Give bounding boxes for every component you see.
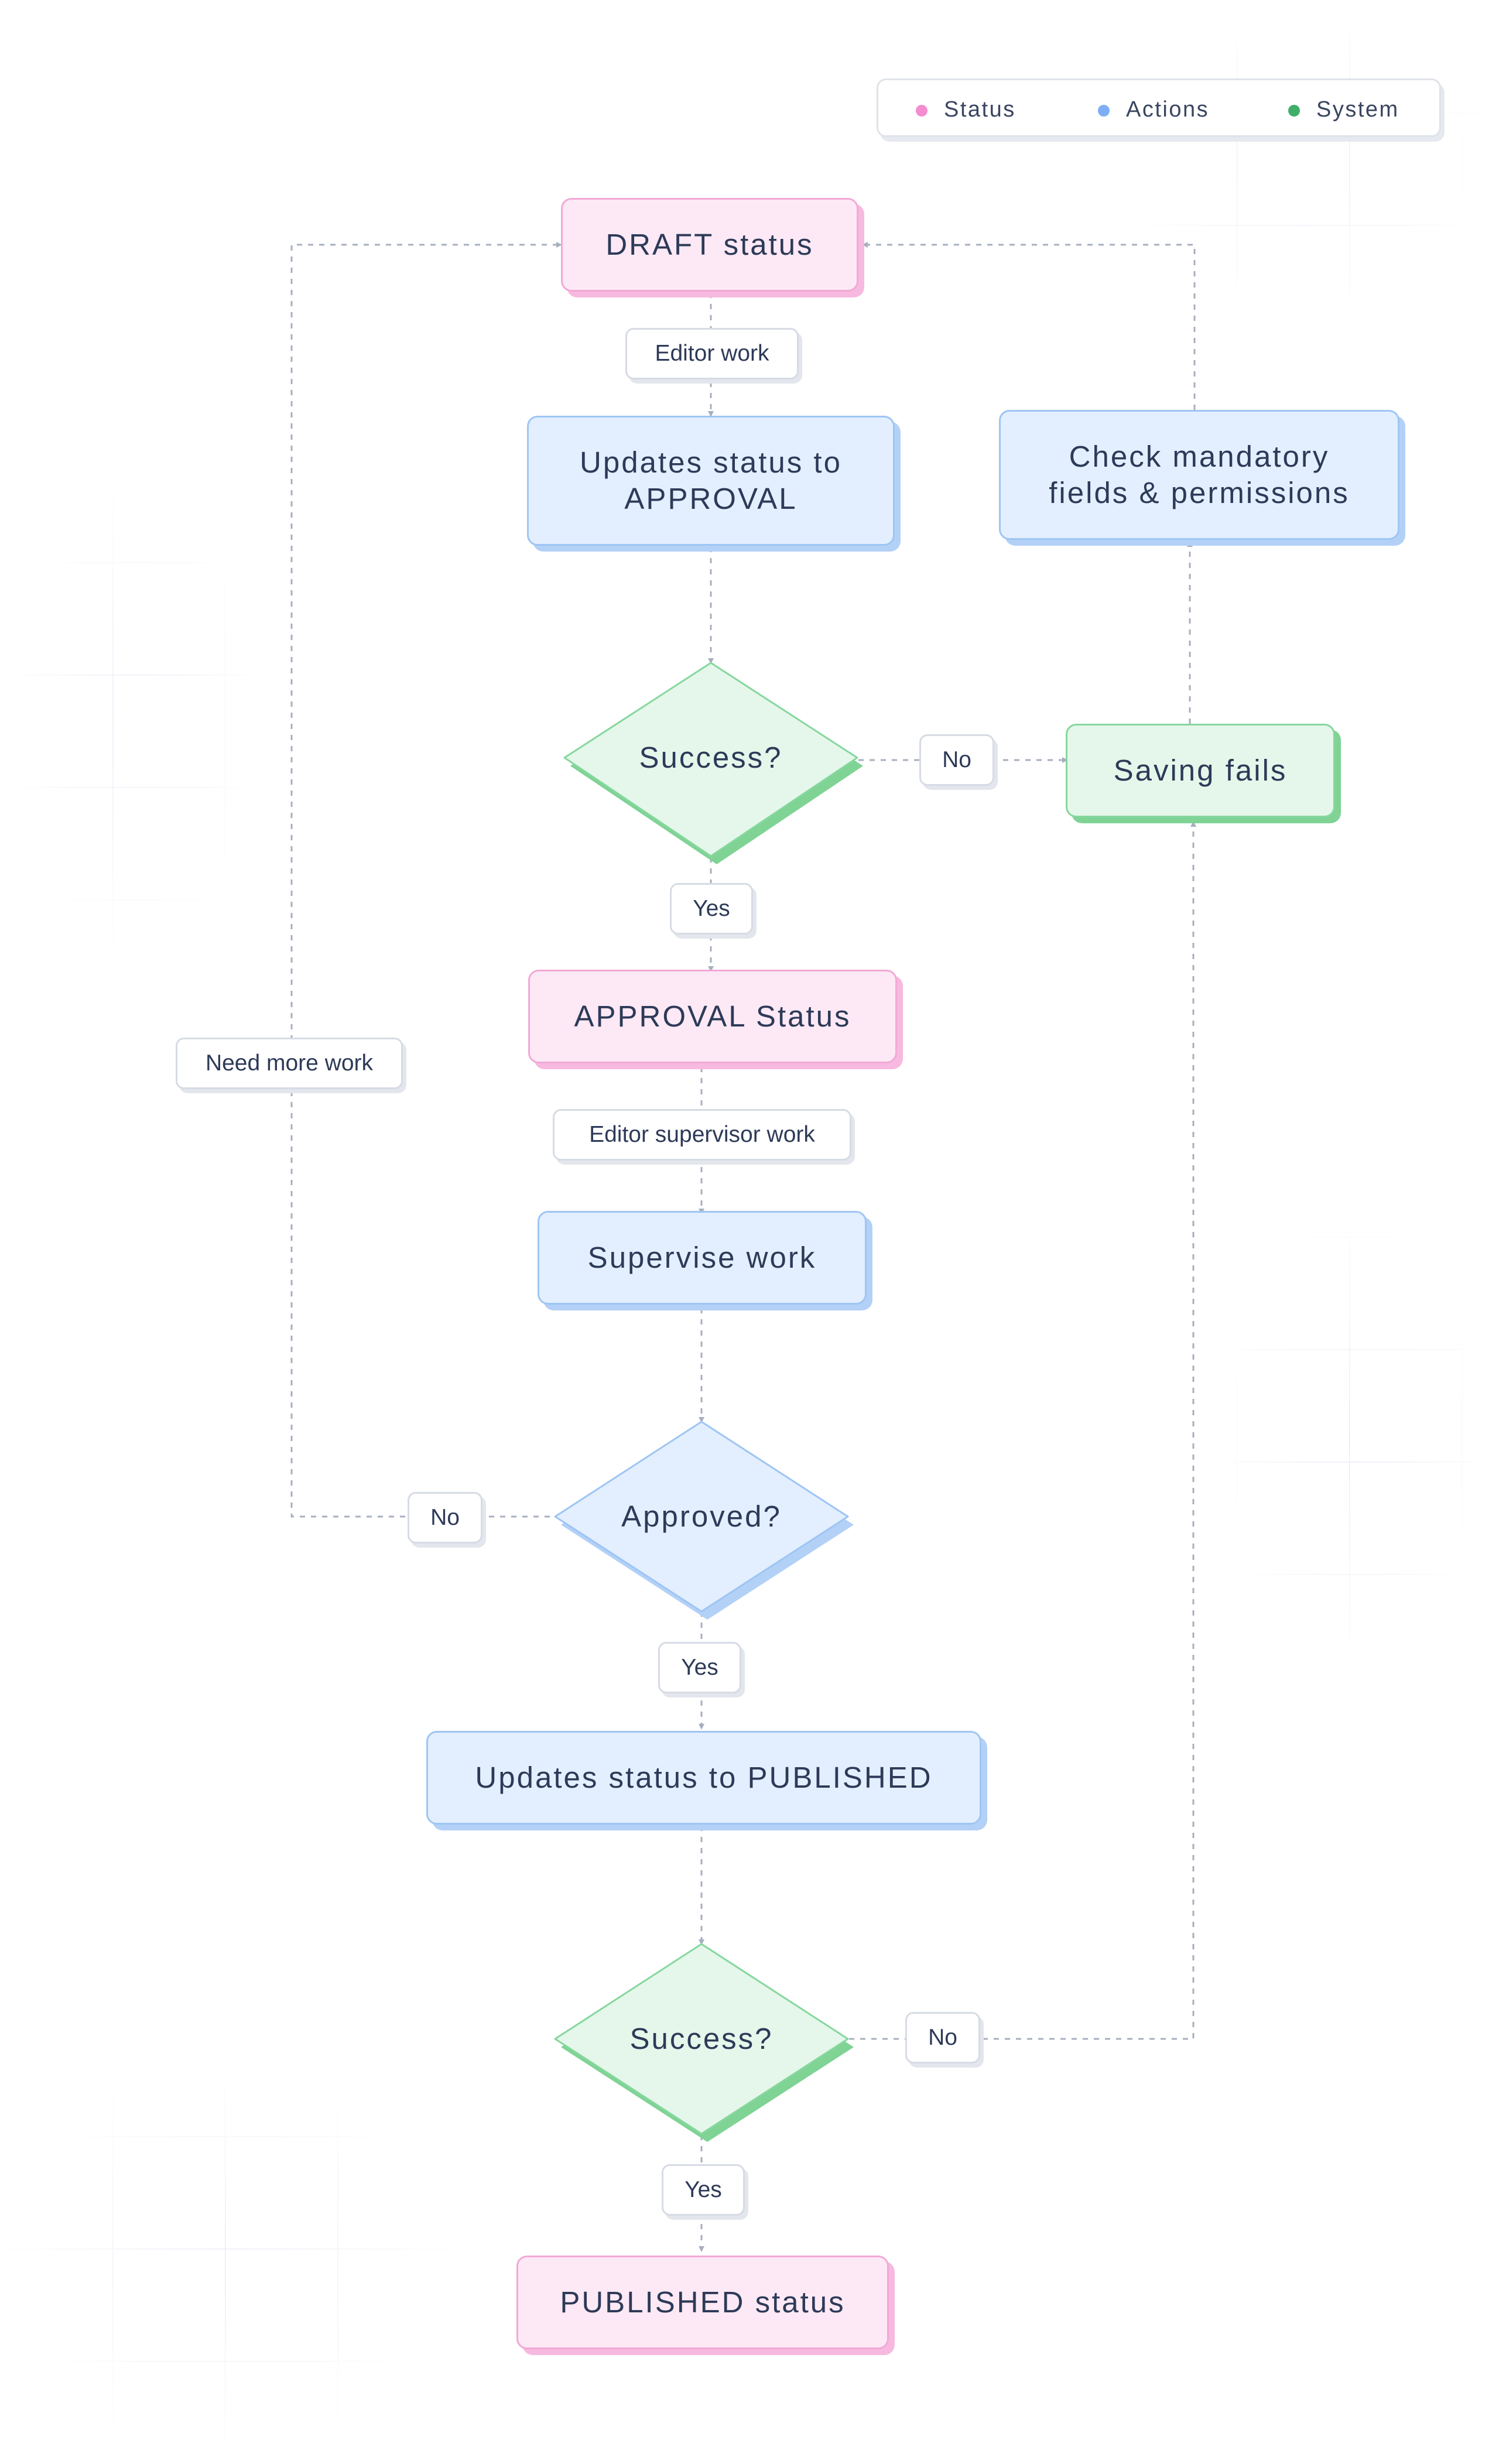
node-published-status-label: PUBLISHED status <box>560 2285 846 2319</box>
node-published-status[interactable]: PUBLISHED status <box>516 2256 889 2349</box>
decision-success-1[interactable]: Success? <box>639 741 783 774</box>
edge-label-no-3: No <box>905 2012 980 2063</box>
legend-item-system: System <box>1288 80 1399 139</box>
node-saving-fails-label: Saving fails <box>1113 754 1288 787</box>
node-approval-status-label: APPROVAL Status <box>574 1000 851 1033</box>
legend-label-system: System <box>1316 97 1399 122</box>
edge-label-no-1: No <box>919 734 994 786</box>
node-update-published-label: Updates status to PUBLISHED <box>475 1761 933 1794</box>
node-supervise-work-label: Supervise work <box>587 1241 817 1274</box>
node-check-mandatory-line1: Check mandatory <box>1069 440 1330 473</box>
node-check-mandatory[interactable]: Check mandatory fields & permissions <box>999 410 1399 540</box>
edge-label-no-2: No <box>408 1492 482 1544</box>
edge-check-to-draft <box>862 242 1196 410</box>
node-saving-fails[interactable]: Saving fails <box>1066 724 1335 817</box>
decision-approved-shape <box>554 1421 854 1620</box>
node-update-approval[interactable]: Updates status to APPROVAL <box>527 416 895 546</box>
edge-label-editor-work: Editor work <box>625 328 799 379</box>
node-update-approval-line2: APPROVAL <box>624 482 798 515</box>
node-check-mandatory-line2: fields & permissions <box>1049 476 1350 509</box>
decision-success-2-shape <box>554 1943 854 2142</box>
edge-approved-no <box>290 242 562 1518</box>
legend-label-status: Status <box>944 97 1016 122</box>
node-draft-status-label: DRAFT status <box>605 228 814 261</box>
decision-success-2[interactable]: Success? <box>629 2022 774 2055</box>
edge-label-need-more-work: Need more work <box>176 1038 403 1089</box>
status-dot-icon <box>916 105 928 117</box>
node-supervise-work[interactable]: Supervise work <box>538 1211 867 1305</box>
actions-dot-icon <box>1098 105 1110 117</box>
legend-item-status: Status <box>916 80 1016 139</box>
edge-label-yes-3: Yes <box>662 2164 745 2216</box>
decision-approved[interactable]: Approved? <box>621 1500 782 1533</box>
edge-label-yes-2: Yes <box>658 1642 741 1693</box>
edge-label-yes-1: Yes <box>670 883 753 935</box>
legend: Status Actions System <box>877 78 1441 137</box>
edge-success-2-no <box>849 821 1196 2040</box>
legend-label-actions: Actions <box>1126 97 1210 122</box>
node-approval-status[interactable]: APPROVAL Status <box>528 970 897 1063</box>
decision-success-1-shape <box>563 662 863 864</box>
edge-label-editor-supervisor-work: Editor supervisor work <box>553 1109 851 1161</box>
system-dot-icon <box>1288 105 1300 117</box>
node-update-approval-line1: Updates status to <box>580 446 842 479</box>
node-update-published[interactable]: Updates status to PUBLISHED <box>426 1731 981 1825</box>
legend-item-actions: Actions <box>1098 80 1209 139</box>
node-draft-status[interactable]: DRAFT status <box>561 198 858 292</box>
